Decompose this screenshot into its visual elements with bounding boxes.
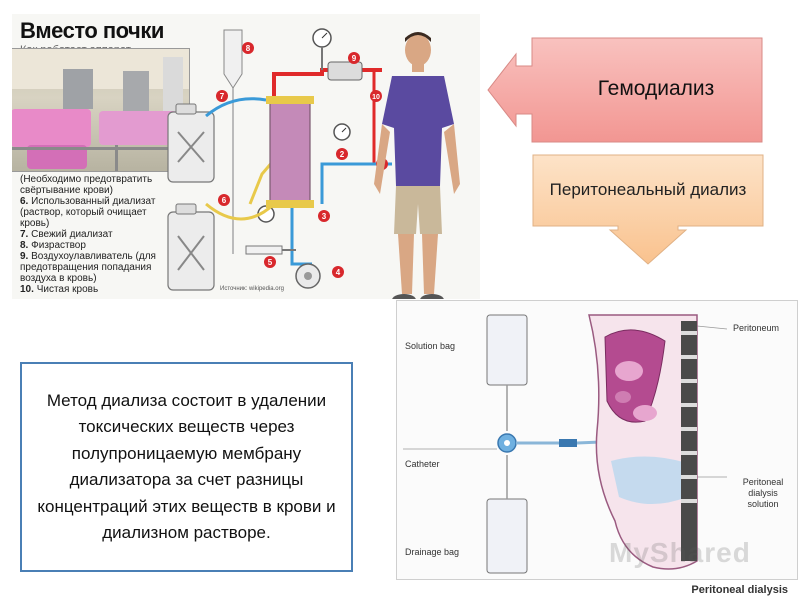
dialysis-definition-box: Метод диализа состоит в удалении токсиче… [20, 362, 353, 572]
used-dialysate-canister-icon [167, 203, 215, 291]
dialysis-machine-diagram: 1 2 3 4 5 6 7 8 9 10 [167, 28, 392, 291]
svg-text:2: 2 [340, 150, 345, 159]
patient-figure [374, 32, 460, 299]
legend-item: 9. Воздухоулавливатель (для предотвращен… [20, 251, 156, 284]
source-credit: Источник: wikipedia.org [220, 286, 284, 292]
svg-text:9: 9 [352, 54, 357, 63]
dialysate-canister-icon [167, 103, 215, 183]
catheter-connector-icon [497, 433, 517, 453]
infographic-title: Вместо почки [20, 18, 164, 43]
legend-item: 10. Чистая кровь [20, 284, 99, 295]
figure-caption: Peritoneal dialysis [691, 584, 788, 596]
pressure-gauge-icon [312, 28, 332, 48]
legend-item: свёртывание крови) [20, 185, 113, 196]
dialyzer-filter-icon [266, 96, 314, 208]
peritoneal-label: Перитонеальный диализ [549, 180, 747, 199]
badge-10-icon: 10 [370, 90, 382, 102]
peritoneal-dialysis-figure: Solution bag Catheter Drainage bag Perit… [396, 298, 798, 600]
legend-item: 7. Свежий диализат [20, 229, 113, 240]
svg-text:10: 10 [372, 94, 380, 101]
solution-bag-icon [486, 314, 528, 431]
badge-2-icon: 2 [336, 148, 348, 160]
badge-5-icon: 5 [264, 256, 276, 268]
peritoneum-label: Peritoneum [733, 323, 780, 333]
legend-item: (Необходимо предотвратить [20, 174, 153, 185]
hemodialysis-infographic: Вместо почки Как работает аппарат (Необх… [12, 14, 480, 299]
legend-item: 8. Физраствор [20, 240, 86, 251]
down-arrow-callout-shape [532, 154, 764, 265]
legend-item: 6. Использованный диализат (раствор, кот… [20, 196, 156, 229]
pressure-gauge-icon [333, 123, 351, 141]
callout-hemodialysis: Гемодиализ [486, 36, 764, 146]
air-trap-icon [327, 61, 363, 81]
svg-text:8: 8 [246, 44, 251, 53]
hemodialysis-label: Гемодиализ [597, 77, 715, 100]
callout-peritoneal: Перитонеальный диализ [532, 154, 764, 266]
badge-8-icon: 8 [242, 42, 254, 54]
badge-7-icon: 7 [216, 90, 228, 102]
saline-bottle-icon [223, 29, 243, 254]
definition-text: Метод диализа состоит в удалении токсиче… [37, 390, 336, 543]
drainage-bag-icon [486, 455, 528, 574]
solution-bag-label: Solution bag [405, 341, 456, 351]
svg-text:3: 3 [322, 212, 327, 221]
spine-icon [681, 321, 697, 561]
svg-text:7: 7 [220, 92, 225, 101]
badge-6-icon: 6 [218, 194, 230, 206]
catheter-label: Catheter [405, 459, 440, 469]
figure-panel: Solution bag Catheter Drainage bag Perit… [396, 300, 798, 580]
svg-text:6: 6 [222, 196, 227, 205]
dialysis-solution-label: Peritoneal dialysis solution [742, 477, 784, 509]
drainage-bag-label: Drainage bag [405, 547, 460, 557]
badge-3-icon: 3 [318, 210, 330, 222]
left-arrow-callout-shape [487, 37, 763, 143]
badge-9-icon: 9 [348, 52, 360, 64]
peritoneal-diagram [403, 314, 728, 574]
svg-text:5: 5 [268, 258, 273, 267]
infographic-legend: (Необходимо предотвратить свёртывание кр… [20, 174, 170, 295]
watermark: MyShared [609, 537, 751, 568]
syringe-icon [245, 245, 296, 255]
blood-pump-icon [295, 263, 321, 289]
svg-text:4: 4 [336, 268, 341, 277]
badge-4-icon: 4 [332, 266, 344, 278]
